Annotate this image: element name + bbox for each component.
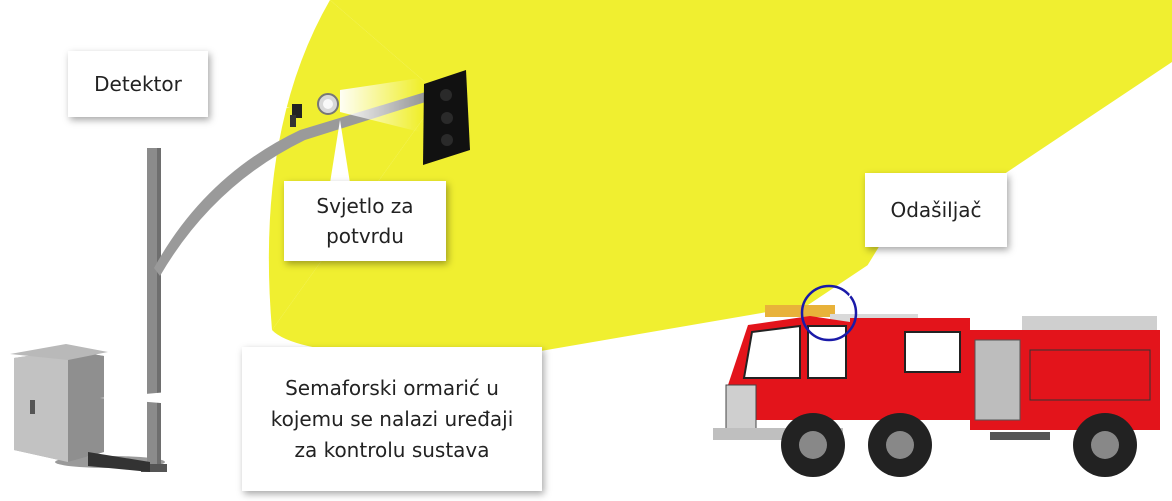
confirmation-light [317, 78, 420, 132]
svjetlo-pointer [330, 120, 350, 183]
label-ormaric-text: Semaforski ormarić u kojemu se nalazi ur… [270, 375, 514, 462]
detektor-pointer [195, 84, 290, 108]
label-semaforski-ormaric: Semaforski ormarić u kojemu se nalazi ur… [242, 347, 542, 491]
transmitter-marker [800, 284, 858, 342]
ormaric-pointer [100, 385, 246, 410]
label-detektor-text: Detektor [94, 72, 182, 96]
label-odasiljac: Odašiljač [865, 173, 1007, 247]
fire-truck [713, 305, 1160, 477]
traffic-cabinet [10, 344, 150, 472]
label-odasiljac-text: Odašiljač [890, 198, 982, 222]
traffic-signal-head [423, 70, 470, 165]
label-svjetlo-text: Svjetlo za potvrdu [316, 194, 414, 248]
label-detektor: Detektor [68, 51, 208, 117]
label-svjetlo-za-potvrdu: Svjetlo za potvrdu [284, 181, 446, 261]
signal-pole [141, 90, 435, 472]
detector-device [290, 104, 302, 127]
detection-beam-cone [272, 0, 1172, 359]
odasiljac-pointer [845, 245, 898, 302]
